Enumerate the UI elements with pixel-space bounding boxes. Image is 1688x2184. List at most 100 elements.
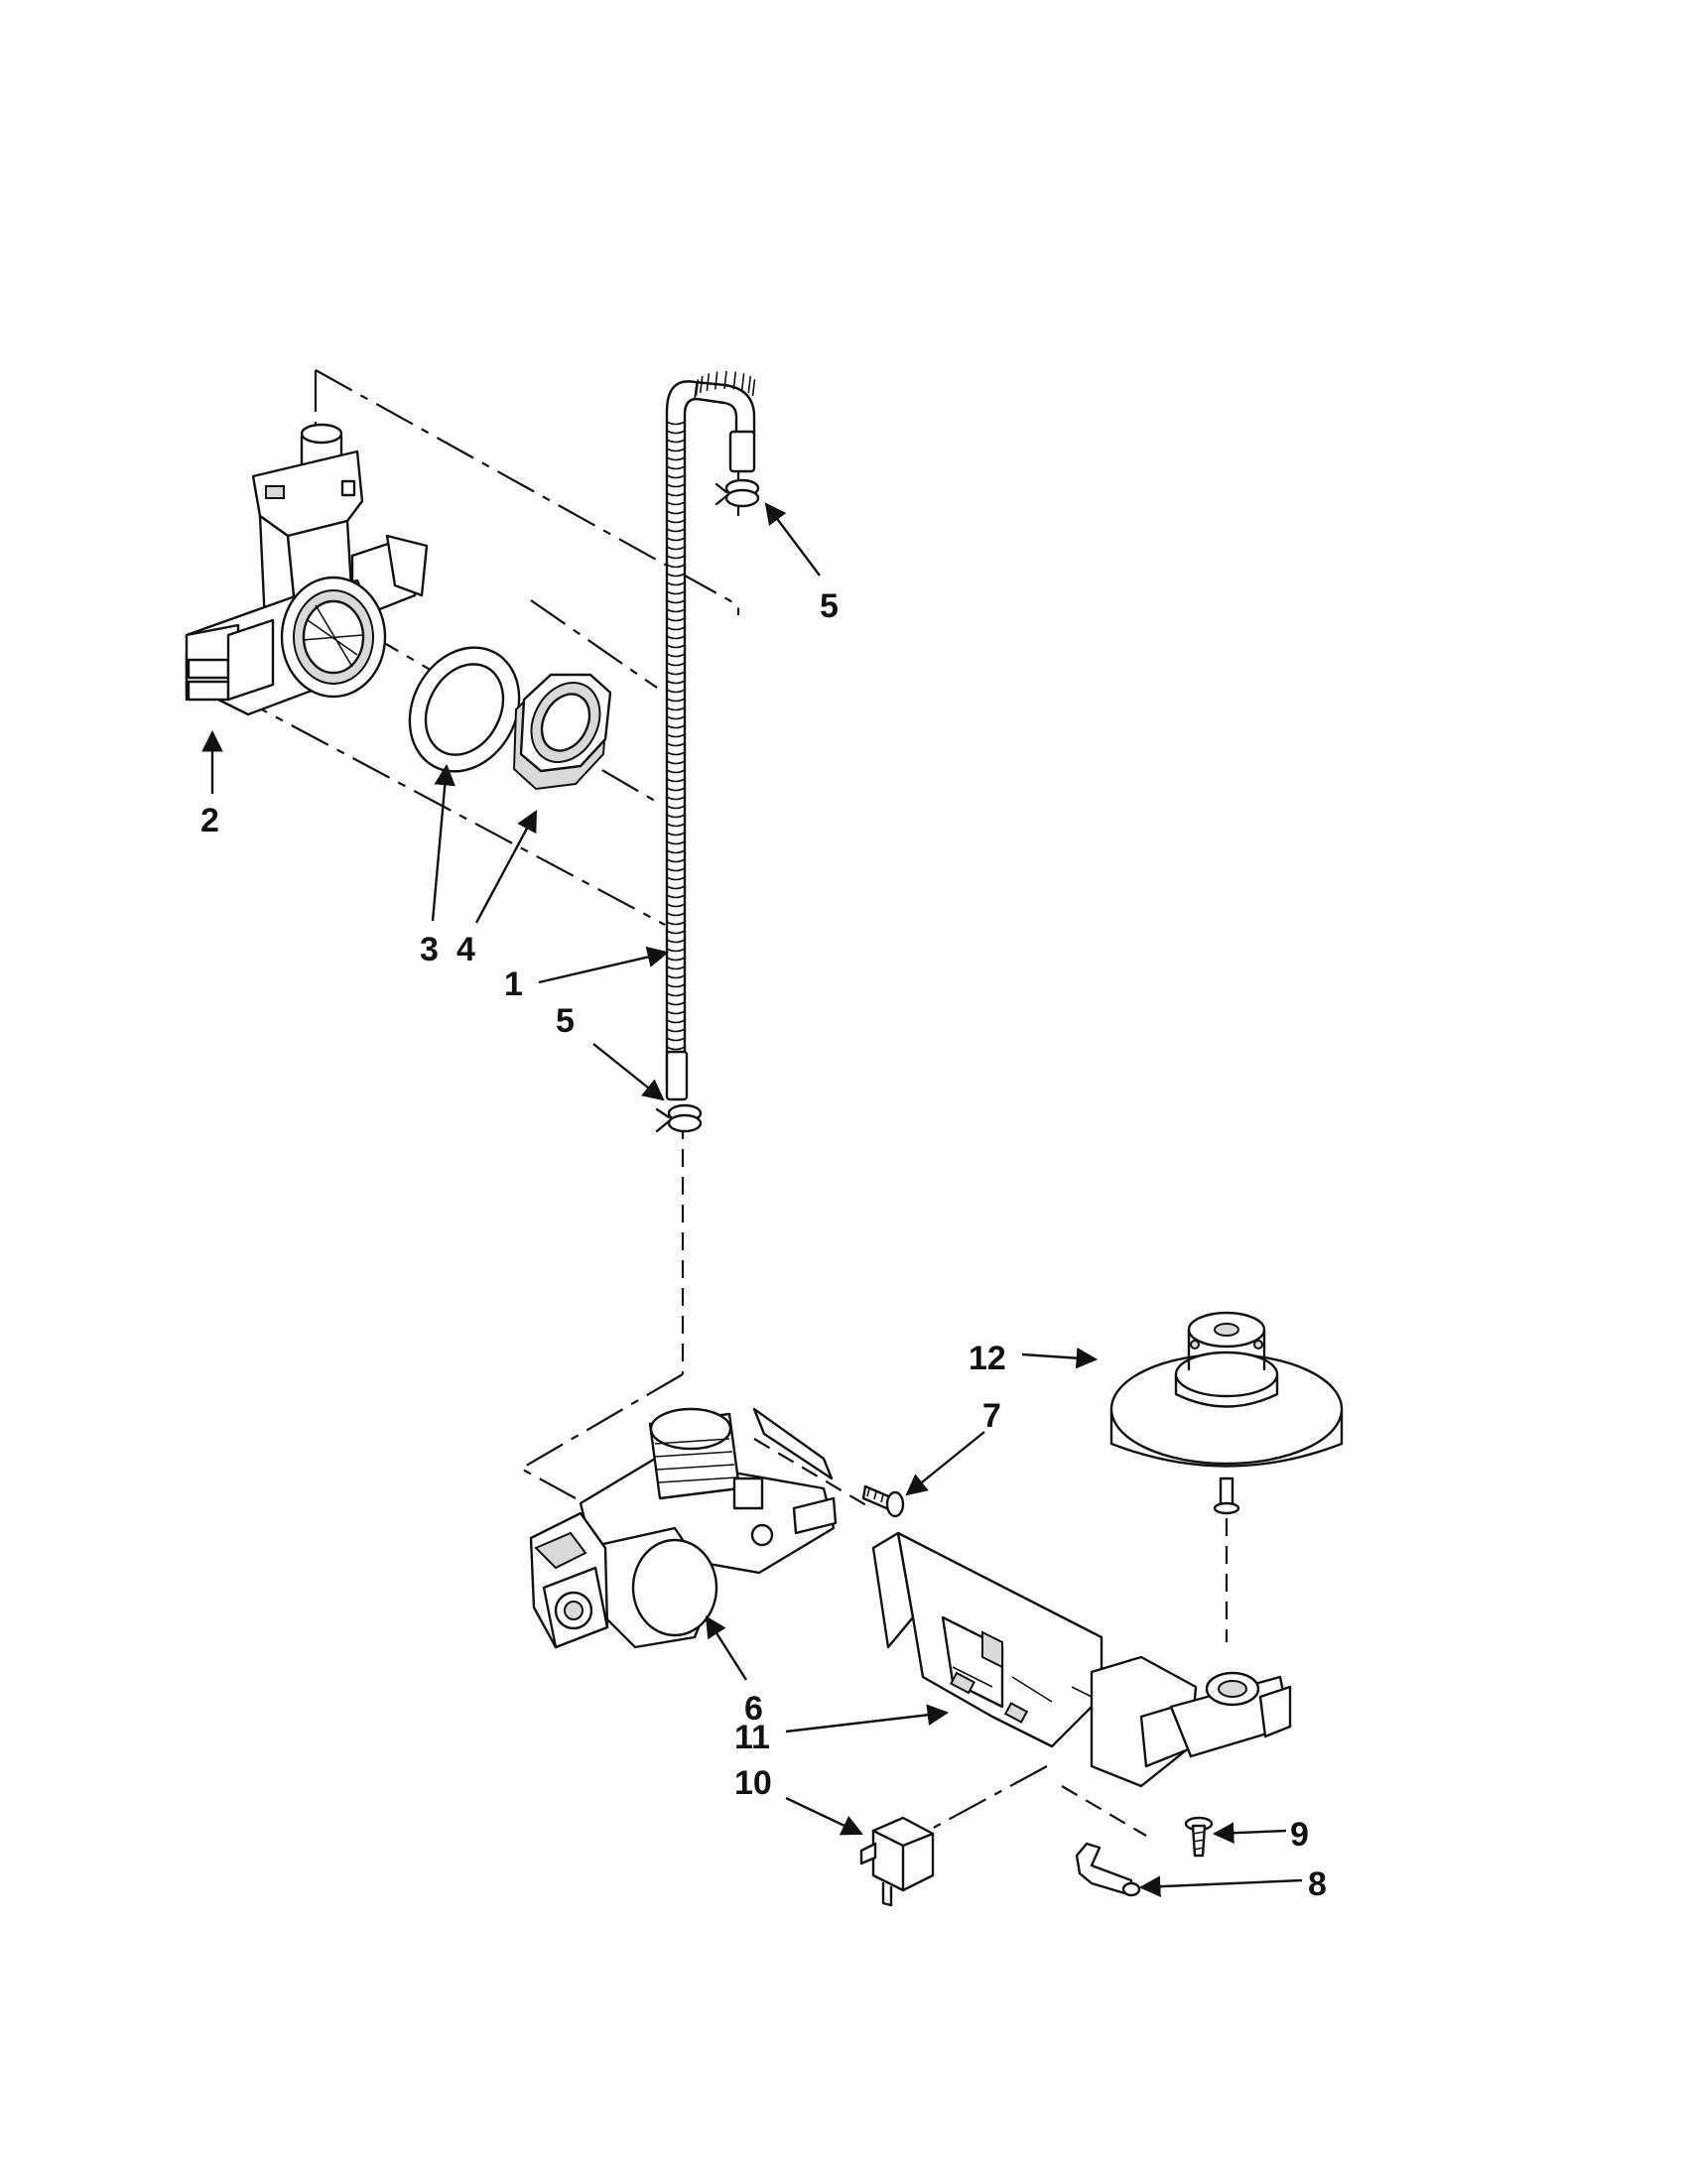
hose-rib [666,626,686,631]
callout-6: 6 [744,1690,763,1728]
callout-8: 8 [1308,1865,1327,1903]
hose-rib [666,501,686,506]
vent-body-part [185,423,429,716]
hose-rib [666,849,686,854]
hose-rib [666,840,686,845]
hose-rib [666,635,686,640]
hose-rib [666,885,686,890]
hose-rib [666,939,686,944]
hose-rib [666,537,686,542]
hose-rib [666,564,686,569]
hose-rib [666,1001,686,1006]
drain-hose-part [665,370,756,1101]
callout-arrows [201,502,1303,1897]
hose-rib [666,608,686,613]
hose-rib [666,858,686,863]
hose-rib [666,1028,686,1033]
hose-rib [666,519,686,524]
hose-rib [666,698,686,703]
hose-rib [666,715,686,720]
callout-9: 9 [1290,1816,1309,1854]
hose-rib [666,510,686,515]
hose-rib [666,876,686,881]
hose-rib [666,983,686,988]
lever-part [1075,1842,1141,1897]
hose-rib [694,382,698,400]
hose-rib [666,465,686,470]
callout-3: 3 [420,931,439,968]
hose-rib [666,421,686,426]
hose-rib [666,724,686,729]
hose-rib [666,778,686,783]
hose-rib [666,930,686,935]
nut-part [512,673,612,791]
float-bracket-part [871,1531,1292,1788]
hose-rib [666,912,686,917]
hose-clamp-upper-part [714,478,760,508]
hose-rib [666,1046,686,1051]
hose-rib [666,751,686,756]
hose-rib [666,680,686,685]
hose-rib [666,492,686,497]
hose-rib [751,379,756,397]
hose-rib [666,769,686,774]
callout-12: 12 [969,1340,1006,1377]
hose-rib [666,814,686,819]
hose-rib [706,373,711,392]
hose-rib [666,590,686,595]
hose-rib [666,474,686,479]
hose-rib [666,430,686,435]
hose-rib [666,662,686,667]
hose-rib [666,992,686,997]
callout-5-lower: 5 [556,1002,575,1040]
hose-rib [666,733,686,738]
hose-rib [714,371,718,390]
hose-rib [666,644,686,649]
hose-rib [666,448,686,452]
callout-2: 2 [200,802,219,839]
hose-rib [666,787,686,792]
hose-rib [666,867,686,872]
hose-rib [666,823,686,828]
hose-rib [666,894,686,899]
hose-rib [666,528,686,533]
switch-part [859,1816,935,1907]
callout-1: 1 [504,965,523,1003]
hose-rib [666,555,686,560]
hose-rib [666,903,686,908]
callout-5-upper: 5 [820,587,839,625]
hose-rib [666,671,686,676]
hose-rib [666,439,686,444]
screw-part-7 [861,1484,905,1518]
gasket-part [408,646,521,773]
hose-rib [666,796,686,801]
callout-4: 4 [456,931,475,968]
hose-rib [666,599,686,604]
hose-rib [740,373,745,392]
hose-rib [666,832,686,836]
callout-11: 11 [734,1719,770,1756]
callout-labels: 1 2 3 4 5 5 6 7 8 9 10 11 12 [200,587,1327,1903]
hose-rib [666,707,686,711]
hose-rib [666,1037,686,1042]
hose-rib [666,1019,686,1024]
screw-part-9 [1184,1816,1214,1858]
hose-rib [695,379,700,397]
callout-7: 7 [982,1397,1001,1435]
hose-rib [666,653,686,658]
hose-rib [699,375,704,394]
hose-rib [666,617,686,622]
float-part [1109,1311,1344,1515]
hose-rib [732,371,737,390]
hose-rib [723,370,727,390]
hose-rib [666,742,686,747]
hose-clamp-lower-part [655,1103,703,1133]
hose-rib [666,483,686,488]
pump-valve-part [529,1407,838,1649]
hose-rib [666,974,686,979]
hose-rib [666,546,686,551]
callout-10: 10 [734,1764,772,1802]
hose-rib [666,581,686,586]
hose-rib [666,1010,686,1015]
